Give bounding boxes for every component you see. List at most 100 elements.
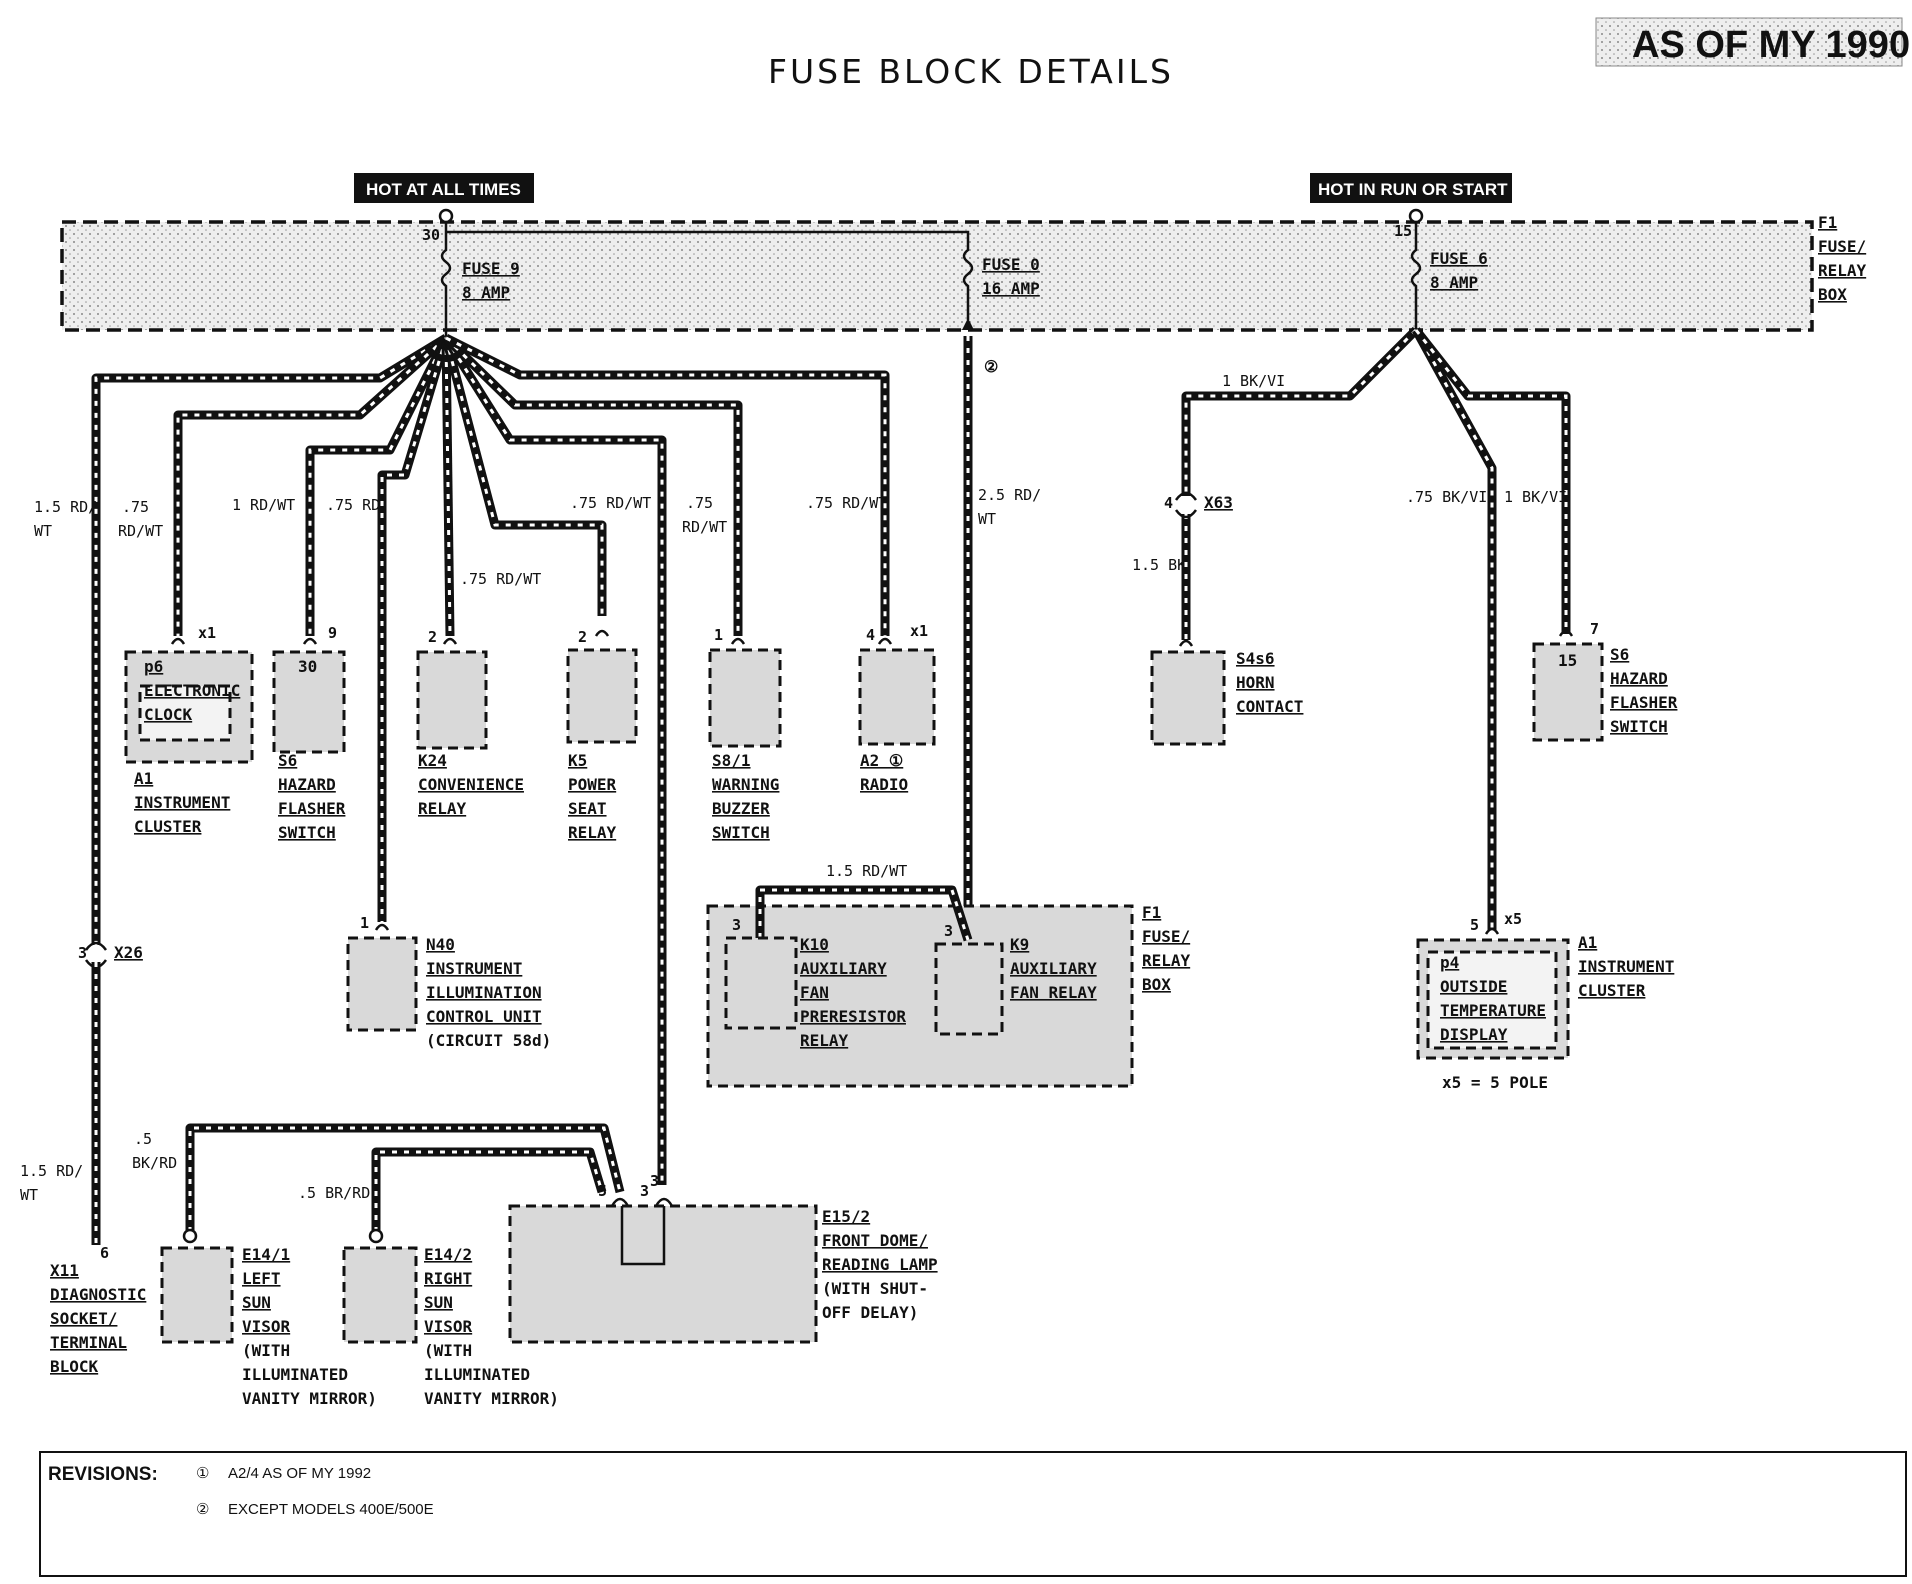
svg-text:1: 1	[360, 914, 369, 932]
svg-text:BLOCK: BLOCK	[50, 1357, 99, 1376]
svg-text:K10: K10	[800, 935, 829, 954]
svg-text:A1: A1	[1578, 933, 1597, 952]
fuse-0: FUSE 0 16 AMP	[962, 255, 1040, 330]
svg-text:RELAY: RELAY	[1818, 261, 1867, 280]
svg-text:16 AMP: 16 AMP	[982, 279, 1040, 298]
svg-text:(WITH: (WITH	[242, 1341, 290, 1360]
svg-text:1 BK/VI: 1 BK/VI	[1222, 372, 1285, 390]
svg-text:OUTSIDE: OUTSIDE	[1440, 977, 1507, 996]
svg-text:SWITCH: SWITCH	[712, 823, 770, 842]
wires-bottom	[185, 1123, 625, 1232]
svg-text:K5: K5	[568, 751, 587, 770]
x26-connector: 3 X26	[78, 941, 143, 969]
s6-hazard-flasher-switch-right: 7 15 S6 HAZARD FLASHER SWITCH	[1532, 620, 1678, 742]
wires-fuse-9	[91, 333, 890, 1185]
svg-text:WT: WT	[978, 510, 996, 528]
svg-text:x5 = 5 POLE: x5 = 5 POLE	[1442, 1073, 1548, 1092]
fuse-6: 15 FUSE 6 8 AMP	[1394, 208, 1488, 330]
svg-text:FUSE 9: FUSE 9	[462, 259, 520, 278]
svg-text:CLOCK: CLOCK	[144, 705, 193, 724]
svg-text:VISOR: VISOR	[242, 1317, 291, 1336]
svg-text:AUXILIARY: AUXILIARY	[1010, 959, 1097, 978]
k5-power-seat-relay: 2 K5 POWER SEAT RELAY	[566, 628, 638, 842]
svg-text:2.5 RD/: 2.5 RD/	[978, 486, 1041, 504]
svg-text:K9: K9	[1010, 935, 1029, 954]
svg-text:RD/WT: RD/WT	[682, 518, 727, 536]
wire-labels: 1.5 RD/ WT .75 RD/WT 1 RD/WT .75 RD .75 …	[20, 372, 1567, 1204]
e15-2-front-dome-reading-lamp: 5 3 3 E15/2 FRONT DOME/ READING LAMP (WI…	[508, 1172, 938, 1344]
svg-text:1 RD/WT: 1 RD/WT	[232, 496, 295, 514]
svg-text:3: 3	[650, 1172, 659, 1190]
svg-text:FUSE/: FUSE/	[1818, 237, 1866, 256]
svg-text:INSTRUMENT: INSTRUMENT	[1578, 957, 1674, 976]
svg-text:X26: X26	[114, 943, 143, 962]
a2-radio: 4 x1 A2 ① RADIO	[858, 622, 936, 794]
svg-text:CLUSTER: CLUSTER	[1578, 981, 1646, 1000]
svg-text:S6: S6	[1610, 645, 1629, 664]
svg-text:S8/1: S8/1	[712, 751, 751, 770]
svg-text:VISOR: VISOR	[424, 1317, 473, 1336]
s8-1-warning-buzzer-switch: 1 S8/1 WARNING BUZZER SWITCH	[708, 626, 782, 842]
e14-2-right-sun-visor: E14/2 RIGHT SUN VISOR (WITH ILLUMINATED …	[342, 1228, 559, 1408]
svg-text:VANITY MIRROR): VANITY MIRROR)	[242, 1389, 377, 1408]
svg-text:SWITCH: SWITCH	[1610, 717, 1668, 736]
a1-instrument-cluster-right: 5 x5 p4 OUTSIDE TEMPERATURE DISPLAY A1 I…	[1416, 910, 1674, 1092]
svg-text:ILLUMINATION: ILLUMINATION	[426, 983, 542, 1002]
svg-text:5: 5	[598, 1182, 607, 1200]
x11-diagnostic-socket: 6 X11 DIAGNOSTIC SOCKET/ TERMINAL BLOCK	[50, 1244, 146, 1376]
hot-in-run-or-start-label: HOT IN RUN OR START	[1310, 173, 1512, 203]
svg-text:RELAY: RELAY	[568, 823, 617, 842]
svg-text:E14/2: E14/2	[424, 1245, 472, 1264]
svg-text:2: 2	[578, 628, 587, 646]
svg-text:FUSE 0: FUSE 0	[982, 255, 1040, 274]
f1-fuse-relay-box-lower: F1 FUSE/ RELAY BOX	[706, 903, 1191, 1088]
svg-text:ILLUMINATED: ILLUMINATED	[424, 1365, 530, 1384]
svg-text:1.5 RD/: 1.5 RD/	[20, 1162, 83, 1180]
svg-text:FLASHER: FLASHER	[1610, 693, 1678, 712]
svg-text:.75 RD/WT: .75 RD/WT	[570, 494, 651, 512]
svg-text:A1: A1	[134, 769, 153, 788]
svg-text:.75 RD/WT: .75 RD/WT	[806, 494, 887, 512]
svg-text:SEAT: SEAT	[568, 799, 607, 818]
svg-text:PRERESISTOR: PRERESISTOR	[800, 1007, 906, 1026]
svg-text:RADIO: RADIO	[860, 775, 908, 794]
svg-text:F1: F1	[1142, 903, 1161, 922]
svg-text:7: 7	[1590, 620, 1599, 638]
svg-text:6: 6	[100, 1244, 109, 1262]
svg-text:1: 1	[714, 626, 723, 644]
svg-text:p6: p6	[144, 657, 163, 676]
fuse-relay-box	[60, 220, 1814, 332]
svg-text:9: 9	[328, 624, 337, 642]
svg-text:INSTRUMENT: INSTRUMENT	[134, 793, 230, 812]
svg-text:x1: x1	[910, 622, 928, 640]
svg-text:BOX: BOX	[1142, 975, 1171, 994]
svg-text:POWER: POWER	[568, 775, 617, 794]
svg-text:S4s6: S4s6	[1236, 649, 1275, 668]
svg-text:X63: X63	[1204, 493, 1233, 512]
svg-text:CLUSTER: CLUSTER	[134, 817, 202, 836]
svg-text:A2 ①: A2 ①	[860, 751, 903, 770]
svg-text:1.5 RD/WT: 1.5 RD/WT	[826, 862, 907, 880]
svg-text:A2/4 AS OF MY 1992: A2/4 AS OF MY 1992	[228, 1465, 371, 1482]
svg-text:(WITH SHUT-: (WITH SHUT-	[822, 1279, 928, 1298]
svg-text:x5: x5	[1504, 910, 1522, 928]
svg-text:K24: K24	[418, 751, 447, 770]
fuse-9: 30 FUSE 9 8 AMP	[422, 208, 974, 338]
svg-text:WT: WT	[20, 1186, 38, 1204]
svg-text:HAZARD: HAZARD	[1610, 669, 1668, 688]
k10-auxiliary-fan-preresistor-relay: 3 K10 AUXILIARY FAN PRERESISTOR RELAY	[724, 916, 906, 1050]
svg-text:.5: .5	[134, 1130, 152, 1148]
svg-text:4: 4	[1164, 494, 1173, 512]
svg-text:x1: x1	[198, 624, 216, 642]
wires-fuse-6	[1181, 326, 1571, 930]
svg-text:OFF DELAY): OFF DELAY)	[822, 1303, 918, 1322]
svg-text:SUN: SUN	[424, 1293, 453, 1312]
svg-text:TEMPERATURE: TEMPERATURE	[1440, 1001, 1546, 1020]
svg-text:E15/2: E15/2	[822, 1207, 870, 1226]
svg-text:E14/1: E14/1	[242, 1245, 290, 1264]
svg-text:CONTROL UNIT: CONTROL UNIT	[426, 1007, 542, 1026]
svg-text:FUSE/: FUSE/	[1142, 927, 1190, 946]
svg-text:②: ②	[196, 1501, 209, 1518]
svg-text:BOX: BOX	[1818, 285, 1847, 304]
svg-text:SOCKET/: SOCKET/	[50, 1309, 117, 1328]
